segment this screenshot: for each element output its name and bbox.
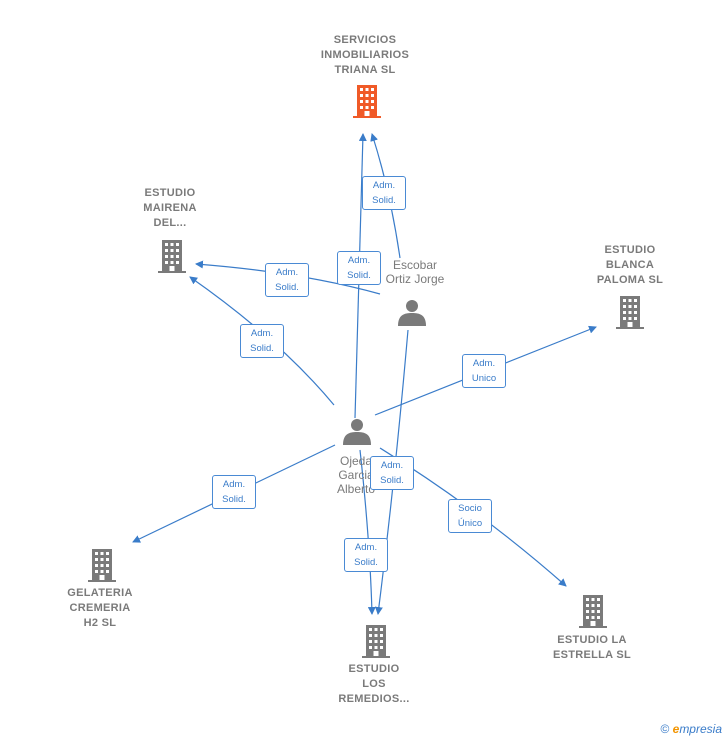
edge-label-ojeda-estrella: Socio Único: [448, 499, 492, 533]
company-label-mairena[interactable]: ESTUDIO MAIRENA DEL...: [143, 187, 197, 229]
brand-logo-e: e: [672, 722, 680, 736]
footer-brand: © empresia: [660, 722, 722, 736]
person-icon-escobar[interactable]: [398, 300, 426, 326]
company-icon-gelateria[interactable]: [88, 549, 116, 582]
edge-label-escobar-mairena: Adm. Solid.: [265, 263, 309, 297]
company-label-servicios[interactable]: SERVICIOS INMOBILIARIOS TRIANA SL: [320, 34, 410, 76]
edge-label-ojeda-gelateria: Adm. Solid.: [212, 475, 256, 509]
company-icon-remedios[interactable]: [362, 625, 390, 658]
person-label-escobar[interactable]: Escobar Ortiz Jorge: [385, 258, 445, 286]
copyright-symbol: ©: [660, 722, 670, 736]
company-label-blanca[interactable]: ESTUDIO BLANCA PALOMA SL: [596, 244, 664, 286]
company-icon-blanca[interactable]: [616, 296, 644, 329]
company-icon-mairena[interactable]: [158, 240, 186, 273]
company-icon-estrella[interactable]: [579, 595, 607, 628]
edge-label-escobar-remedios: Adm. Solid.: [370, 456, 414, 490]
company-label-estrella[interactable]: ESTUDIO LA ESTRELLA SL: [552, 634, 632, 661]
edge-label-escobar-servicios: Adm. Solid.: [362, 176, 406, 210]
edge-label-ojeda-blanca: Adm. Unico: [462, 354, 506, 388]
company-label-remedios[interactable]: ESTUDIO LOS REMEDIOS...: [338, 663, 410, 705]
edge-ojeda-remedios: [359, 449, 376, 615]
person-label-ojeda[interactable]: Ojeda Garcia Alberto: [336, 454, 376, 496]
company-icon-servicios[interactable]: [353, 85, 381, 118]
edge-label-ojeda-mairena: Adm. Solid.: [240, 324, 284, 358]
company-label-gelateria[interactable]: GELATERIA CREMERIA H2 SL: [67, 587, 133, 629]
brand-logo-text: mpresia: [679, 722, 722, 736]
edge-label-ojeda-remedios: Adm. Solid.: [344, 538, 388, 572]
edge-label-ojeda-servicios: Adm. Solid.: [337, 251, 381, 285]
person-icon-ojeda[interactable]: [343, 419, 371, 445]
